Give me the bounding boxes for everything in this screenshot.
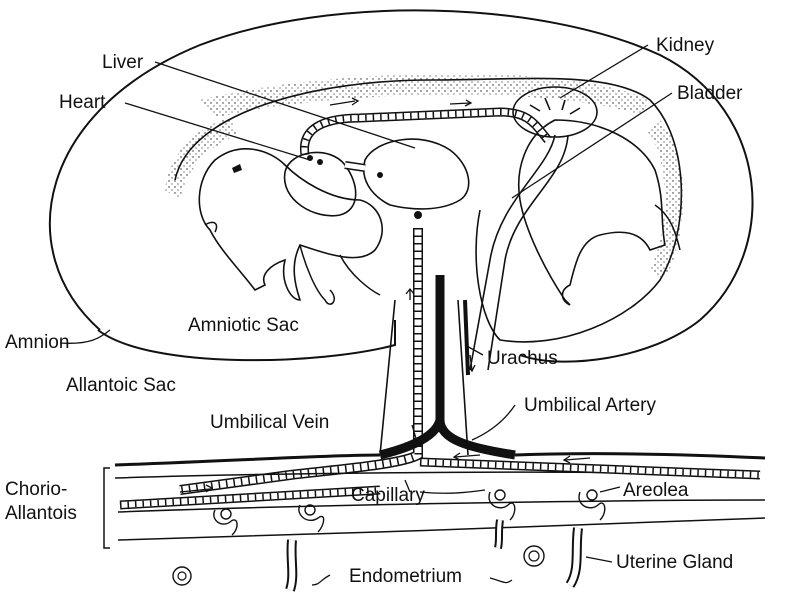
chorion-vessel-inner [120, 490, 380, 505]
bladder-link2 [488, 135, 568, 370]
fetus-left-eye [232, 164, 242, 173]
liver-dot [377, 172, 383, 178]
urachus-vessel [465, 300, 468, 375]
gland-cross-section-1-inner [178, 572, 186, 580]
fetus-left-leg [300, 245, 380, 304]
liver-link-inner [345, 165, 365, 168]
capillary-cluster-1 [214, 509, 237, 535]
liver-node [414, 211, 422, 219]
label-urachus: Urachus [487, 349, 558, 368]
bladder-link [470, 135, 555, 370]
gland-cross-section-2-inner [529, 551, 539, 561]
fetus-right [519, 120, 665, 305]
sac-stipple-right [648, 120, 683, 280]
gland-cross-section-2 [524, 546, 544, 566]
artery-path-left [380, 420, 440, 455]
label-areolea: Areolea [623, 481, 689, 500]
gland-cross-section-1 [173, 567, 191, 585]
umbilical-cord-outline [380, 300, 468, 455]
label-kidney: Kidney [656, 36, 714, 55]
label-chorio-line2: Allantois [5, 502, 105, 526]
label-umbilical-artery: Umbilical Artery [524, 396, 656, 415]
label-heart: Heart [59, 93, 105, 112]
endometrium-line [118, 518, 765, 540]
heart-dot1 [307, 155, 313, 161]
label-amniotic-sac: Amniotic Sac [188, 316, 299, 335]
fetus-left [199, 149, 382, 300]
capillary-cluster-2 [299, 505, 324, 532]
uterine-gland-3-inner [498, 520, 500, 548]
label-bladder: Bladder [677, 84, 743, 103]
heart-dot2 [317, 159, 323, 165]
capillary-cluster-3 [489, 490, 515, 520]
label-allantoic-sac: Allantoic Sac [66, 376, 176, 395]
label-umbilical-vein: Umbilical Vein [210, 413, 329, 432]
label-chorio-line1: Chorio- [5, 478, 105, 502]
uterine-gland-1-inner [290, 540, 292, 590]
label-endometrium: Endometrium [349, 567, 462, 586]
label-amnion: Amnion [5, 333, 69, 352]
amnion-outline [50, 10, 753, 361]
label-liver: Liver [102, 53, 143, 72]
sac-stipple-left [165, 118, 238, 200]
label-chorio-allantois: Chorio- Allantois [5, 478, 105, 526]
label-capillary: Capillary [351, 486, 425, 505]
capillary-cluster-4 [579, 490, 605, 520]
chorion-vessel-right-inner [420, 462, 760, 475]
label-uterine-gland: Uterine Gland [616, 553, 733, 572]
